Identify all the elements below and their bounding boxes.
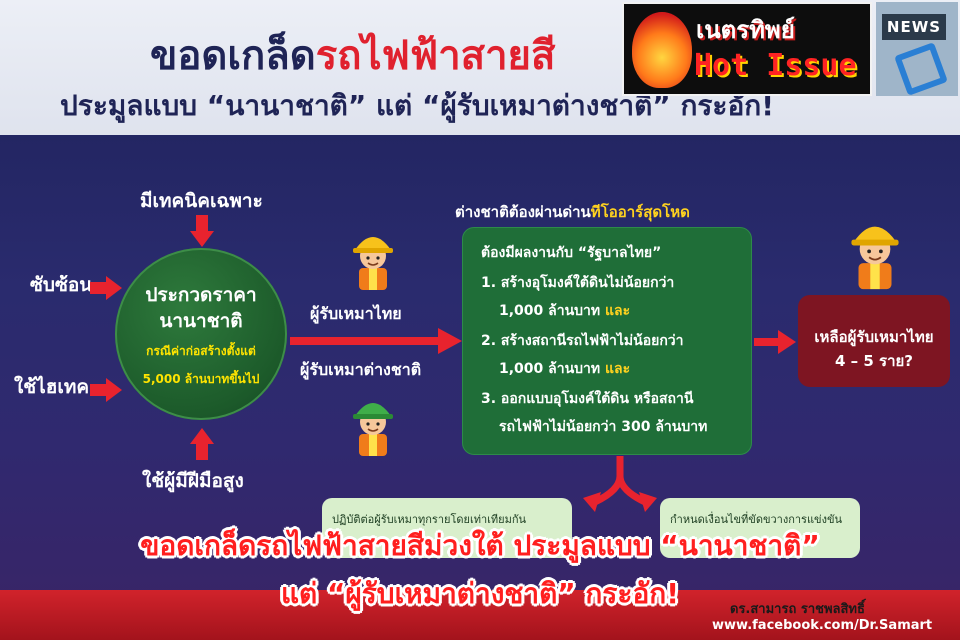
circle-line-4: 5,000 ล้านบาทขึ้นไป — [142, 372, 260, 386]
worker-green-helmet-icon — [353, 403, 393, 456]
touch-icon — [894, 42, 948, 96]
requirement-item-2: 2. สร้างสถานีรถไฟฟ้าไม่น้อยกว่า — [481, 333, 684, 349]
requirement-item-3-value: รถไฟฟ้าไม่น้อยกว่า 300 ล้านบาท — [499, 419, 708, 435]
sub-box-equal-treatment: ปฏิบัติต่อผู้รับเหมาทุกรายโดยเท่าเทียมกั… — [322, 498, 572, 558]
foreign-contractor-label: ผู้รับเหมาต่างชาติ — [300, 360, 422, 379]
result-line-2: 4 – 5 ราย? — [834, 352, 913, 370]
arrow-icon — [290, 328, 462, 354]
logo-hot-issue: Hot Issue — [694, 48, 857, 83]
bottom-band — [0, 590, 960, 640]
requirement-item-1-value: 1,000 ล้านบาท และ — [499, 303, 631, 319]
label-complex: ซับซ้อน — [30, 274, 93, 296]
credit-author: ดร.สามารถ ราชพลสิทธิ์ — [730, 602, 865, 617]
sub-box-obstruct-competition: กำหนดเงื่อนไขที่ขัดขวางการแข่งขัน — [660, 498, 860, 558]
requirement-title: ต่างชาติต้องผ่านด่านทีโออาร์สุดโหด — [455, 200, 690, 224]
requirement-item-1: 1. สร้างอุโมงค์ใต้ดินไม่น้อยกว่า — [481, 275, 675, 291]
caption-line-1: ขอดเกล็ดรถไฟฟ้าสายสีม่วงใต้ ประมูลแบบ “น… — [140, 529, 820, 562]
circle-line-3: กรณีค่าก่อสร้างตั้งแต่ — [146, 344, 256, 358]
circle-line-1: ประกวดราคา — [145, 284, 257, 306]
requirements-box: ต้องมีผลงานกับ “รัฐบาลไทย” 1. สร้างอุโมง… — [462, 227, 752, 455]
flame-icon — [632, 12, 692, 88]
requirement-heading: ต้องมีผลงานกับ “รัฐบาลไทย” — [481, 245, 662, 261]
label-special-technique: มีเทคนิคเฉพาะ — [140, 190, 263, 212]
caption-line-2: แต่ “ผู้รับเหมาต่างชาติ” กระอัก! — [280, 577, 679, 610]
international-bidding-circle: ประกวดราคา นานาชาติ กรณีค่าก่อสร้างตั้งแ… — [115, 248, 287, 420]
requirement-title-yellow: ทีโออาร์สุดโหด — [590, 203, 690, 221]
worker-yellow-helmet-icon — [851, 226, 899, 290]
arrow-icon — [754, 330, 796, 354]
headline: ขอดเกล็ดรถไฟฟ้าสายสี — [150, 28, 620, 84]
arrow-icon — [90, 378, 122, 402]
label-hitech: ใช้ไฮเทค — [14, 376, 90, 398]
headline-dark: ขอดเกล็ด — [150, 33, 316, 79]
requirement-item-3: 3. ออกแบบอุโมงค์ใต้ดิน หรือสถานี — [481, 391, 694, 407]
headline-red: รถไฟฟ้าสายสี — [315, 33, 556, 79]
arrow-icon — [90, 276, 122, 300]
arrow-icon — [583, 456, 657, 512]
news-icon: NEWS — [876, 2, 958, 96]
logo-brand-name: เนตรทิพย์ — [696, 16, 795, 44]
thai-contractor-label: ผู้รับเหมาไทย — [310, 304, 402, 323]
hot-issue-logo: เนตรทิพย์ Hot Issue — [622, 2, 872, 96]
news-label: NEWS — [882, 14, 946, 40]
worker-yellow-helmet-icon — [353, 237, 393, 290]
arrow-icon — [190, 215, 214, 247]
requirement-item-2-value: 1,000 ล้านบาท และ — [499, 361, 631, 377]
label-high-skill: ใช้ผู้มีฝีมือสูง — [142, 470, 244, 492]
circle-line-2: นานาชาติ — [159, 310, 243, 332]
arrow-icon — [190, 428, 214, 460]
result-line-1: เหลือผู้รับเหมาไทย — [814, 328, 934, 346]
result-box: เหลือผู้รับเหมาไทย 4 – 5 ราย? — [798, 295, 950, 387]
requirement-title-white: ต่างชาติต้องผ่านด่าน — [455, 203, 591, 221]
credit-url: www.facebook.com/Dr.Samart — [712, 618, 933, 633]
